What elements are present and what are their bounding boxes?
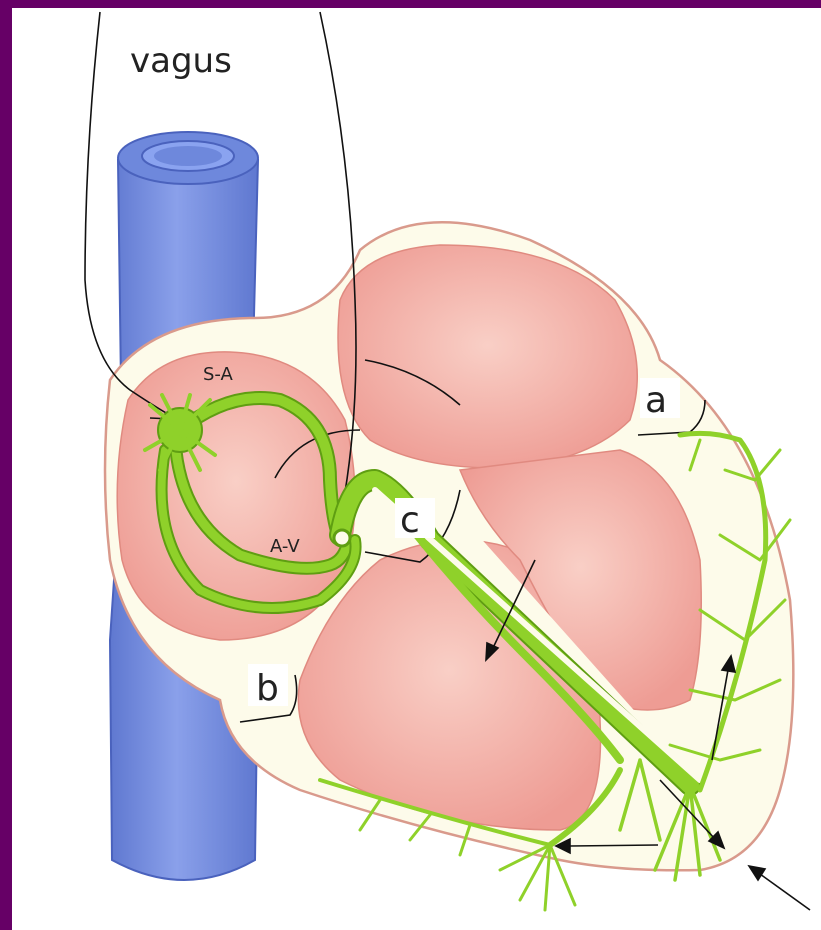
label-av-node: A-V: [270, 536, 300, 557]
label-c: c: [400, 500, 420, 541]
heart-conduction-diagram: vagus S-A A-V a b c: [12, 8, 821, 930]
label-sa-node: S-A: [203, 364, 234, 385]
label-a: a: [645, 380, 667, 421]
label-b: b: [256, 668, 279, 709]
diagram-frame: vagus S-A A-V a b c: [12, 8, 821, 930]
label-vagus: vagus: [130, 41, 232, 81]
